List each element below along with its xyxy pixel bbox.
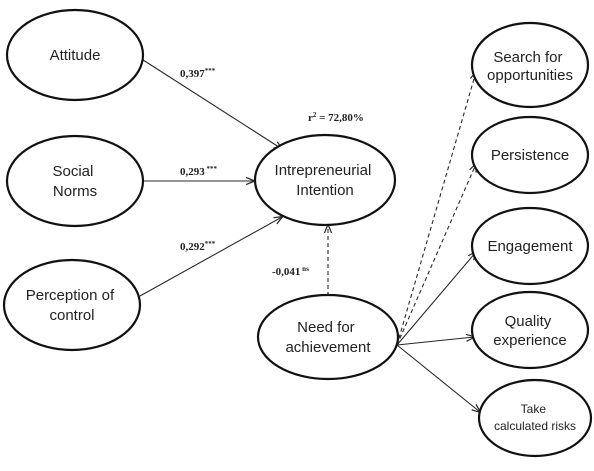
node-need-for-achievement: Need for achievement: [256, 293, 400, 381]
node-social-norms: Social Norms: [5, 134, 145, 228]
coef-social-norms: 0,293 ***: [180, 165, 218, 178]
node-engagement: Engagement: [470, 206, 590, 286]
node-perception-of-control: Perception of control: [2, 258, 142, 352]
node-intrepreneurial-intention: Intrepreneurial Intention: [253, 133, 397, 227]
svg-text:Take calculated risks: Take calculated risks: [494, 402, 576, 433]
svg-text:Quality experience: Quality experience: [493, 313, 566, 349]
node-search-for-opportunities: Search for opportunities: [470, 21, 590, 109]
svg-text:Search for opportunities: Search for opportunities: [487, 49, 573, 84]
svg-text:Perception of control: Perception of control: [26, 287, 119, 324]
svg-text:Social Norms: Social Norms: [52, 163, 97, 200]
edge-need-persistence: [396, 164, 476, 346]
svg-text:Attitude: Attitude: [50, 47, 101, 64]
svg-text:Engagement: Engagement: [487, 238, 573, 255]
edge-need-engagement: [396, 252, 476, 346]
svg-text:Intrepreneurial Intentio: Intrepreneurial Intention: [275, 162, 376, 199]
svg-text:Persistence: Persistence: [491, 147, 569, 164]
edge-need-quality: [396, 337, 474, 346]
coef-perception: 0,292***: [180, 240, 216, 253]
coef-attitude: 0,397***: [180, 67, 216, 80]
node-quality-experience: Quality experience: [470, 290, 590, 370]
edge-need-risks: [396, 344, 480, 412]
coef-need-for-achievement: -0,041 ns: [272, 265, 309, 278]
svg-text:Need for achievement: Need for achievement: [285, 319, 371, 356]
edge-perception-intention: [139, 217, 282, 297]
node-take-calculated-risks: Take calculated risks: [477, 378, 593, 458]
node-persistence: Persistence: [470, 115, 590, 195]
r-squared-label: r2 = 72,80%: [308, 111, 364, 124]
edge-attitude-intention: [139, 57, 282, 149]
edge-need-search: [396, 72, 476, 346]
node-attitude: Attitude: [5, 8, 145, 102]
